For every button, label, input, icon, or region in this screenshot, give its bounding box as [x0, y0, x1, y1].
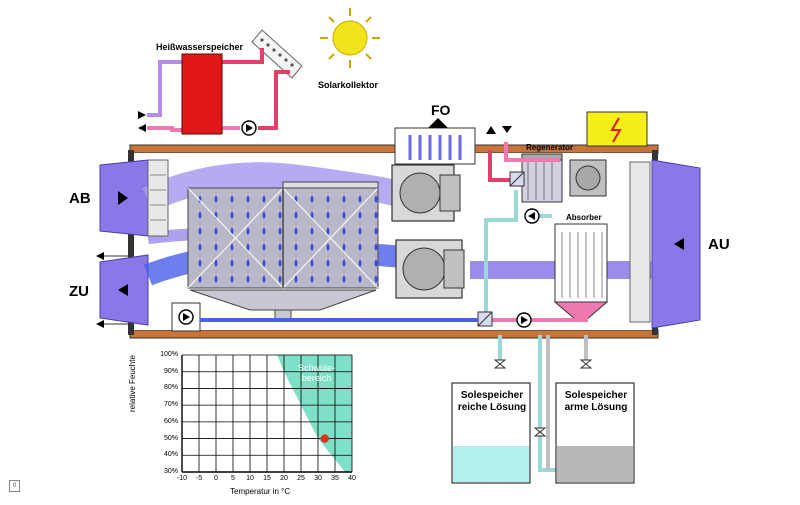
x-tick-label: 5: [231, 475, 235, 482]
fo-label: FO: [431, 102, 451, 118]
solar-collector-label: Solarkollektor: [318, 80, 379, 90]
brine-rich-line1: Solespeicher: [460, 390, 524, 401]
x-tick-label: 30: [314, 475, 322, 482]
brine-rich-line2: reiche Lösung: [457, 402, 527, 413]
arrow-zu-out-icon: [96, 320, 104, 328]
arrow-zu-in-icon: [96, 252, 104, 260]
x-tick-label: 20: [280, 475, 288, 482]
fan-upper-icon: [391, 164, 461, 222]
pump-icon-upper: [524, 208, 540, 224]
x-tick-label: 0: [214, 475, 218, 482]
x-tick-label: 10: [246, 475, 254, 482]
x-tick-label: -10: [176, 475, 188, 482]
chart-point: [320, 434, 329, 443]
ab-label: AB: [69, 190, 91, 207]
brine-poor-line1: Solespeicher: [564, 390, 628, 401]
electrical-warning-panel: [586, 111, 648, 147]
hot-water-tank: [181, 53, 223, 135]
y-tick-label: 80%: [163, 384, 178, 392]
region-label-line1: Schwüle-: [298, 363, 336, 373]
brine-poor-label: Solespeicher arme Lösung: [556, 390, 636, 414]
brine-poor-line2: arme Lösung: [564, 402, 628, 413]
x-tick-label: -5: [195, 475, 203, 482]
y-tick-label: 30%: [163, 468, 178, 475]
solar-collector-icon: [251, 29, 303, 79]
regenerator-label: Regenerator: [526, 143, 574, 152]
pump-icon-left: [171, 302, 201, 332]
regenerator-unit: [521, 153, 607, 203]
absorber-label: Absorber: [566, 213, 602, 222]
heat-exchanger: [187, 181, 379, 321]
region-label-line2: bereich: [301, 373, 332, 383]
zu-label: ZU: [69, 283, 89, 300]
chart: [181, 354, 353, 473]
x-tick-label: 35: [331, 475, 339, 482]
heat-exchanger-small-icon: [477, 171, 525, 327]
y-tick-label: 50%: [163, 434, 178, 442]
arrow-left-icon: [138, 124, 146, 132]
y-tick-label: 70%: [163, 401, 178, 409]
fan-lower-icon: [395, 239, 465, 299]
chart-grid: [181, 354, 353, 473]
brine-pipes: [484, 142, 588, 472]
filter-right: [629, 161, 651, 323]
brine-rich-label: Solespeicher reiche Lösung: [452, 390, 532, 414]
y-tick-label: 100%: [160, 351, 178, 358]
arrow-down-icon: [502, 126, 512, 133]
data-point: [320, 434, 329, 443]
brine-tank-rich: [451, 382, 531, 484]
sun-icon: [320, 8, 380, 68]
brine-tank-poor: [555, 382, 635, 484]
page-marker: 0: [9, 480, 20, 492]
hot-water-tank-label: Heißwasserspeicher: [156, 42, 244, 52]
filter-left: [147, 159, 169, 237]
x-tick-label: 15: [263, 475, 271, 482]
exhaust-hood-ab: [99, 159, 149, 237]
pump-icon: [241, 120, 257, 136]
comfort-region: [277, 355, 352, 472]
au-label: AU: [708, 236, 730, 253]
x-tick-label: 40: [348, 475, 356, 482]
comfort-region-shape: [277, 355, 352, 472]
y-tick-label: 90%: [163, 367, 178, 375]
supply-hood-zu: [99, 254, 149, 326]
x-tick-label: 25: [297, 475, 305, 482]
outdoor-hood-au: [651, 159, 701, 329]
y-axis-label: relative Feuchte: [128, 355, 137, 412]
region-label: Schwüle- bereich: [298, 363, 335, 383]
arrow-up-icon: [486, 126, 496, 134]
fo-duct: [394, 118, 476, 165]
y-tick-label: 40%: [163, 451, 178, 459]
y-tick-label: 60%: [163, 417, 178, 425]
arrow-right-icon: [138, 111, 146, 119]
absorber-unit: [553, 223, 609, 321]
valve-icons: [493, 359, 593, 437]
hot-water-circuit: [147, 48, 290, 132]
x-axis-label: Temperatur in °C: [230, 487, 291, 496]
pump-icon-lower: [516, 312, 532, 328]
